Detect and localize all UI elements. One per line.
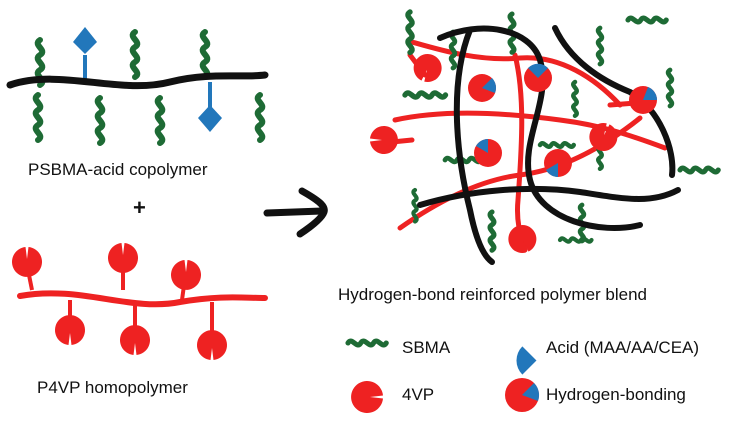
homopolymer-illustration (12, 243, 268, 360)
copolymer-illustration (6, 27, 269, 143)
label-homopolymer: P4VP homopolymer (37, 378, 188, 397)
legend-icons (348, 341, 540, 413)
legend-hbond-label: Hydrogen-bonding (546, 385, 686, 404)
vp-groups (12, 243, 227, 360)
blend-vp-groups (370, 54, 618, 254)
blend-illustration (370, 12, 718, 265)
blend-black-chains (417, 25, 681, 265)
legend-vp-label: 4VP (402, 385, 435, 404)
legend-acid-icon (516, 346, 537, 375)
acid-group-top (73, 27, 97, 80)
legend-sbma-icon (348, 341, 386, 345)
reaction-arrow (263, 187, 328, 238)
label-blend: Hydrogen-bond reinforced polymer blend (338, 285, 648, 304)
acid-group-bottom (198, 82, 222, 132)
label-copolymer: PSBMA-acid copolymer (28, 160, 208, 179)
legend-sbma-label: SBMA (402, 338, 451, 357)
legend-acid-label: Acid (MAA/AA/CEA) (546, 338, 700, 357)
sbma-chains-bottom (36, 95, 263, 143)
blend-hbond-complexes (468, 63, 657, 177)
legend-hbond-icon (505, 378, 540, 412)
legend-vp-icon (351, 381, 383, 413)
copolymer-backbone (6, 71, 269, 90)
label-plus: + (133, 195, 146, 220)
homopolymer-backbone (17, 290, 268, 308)
